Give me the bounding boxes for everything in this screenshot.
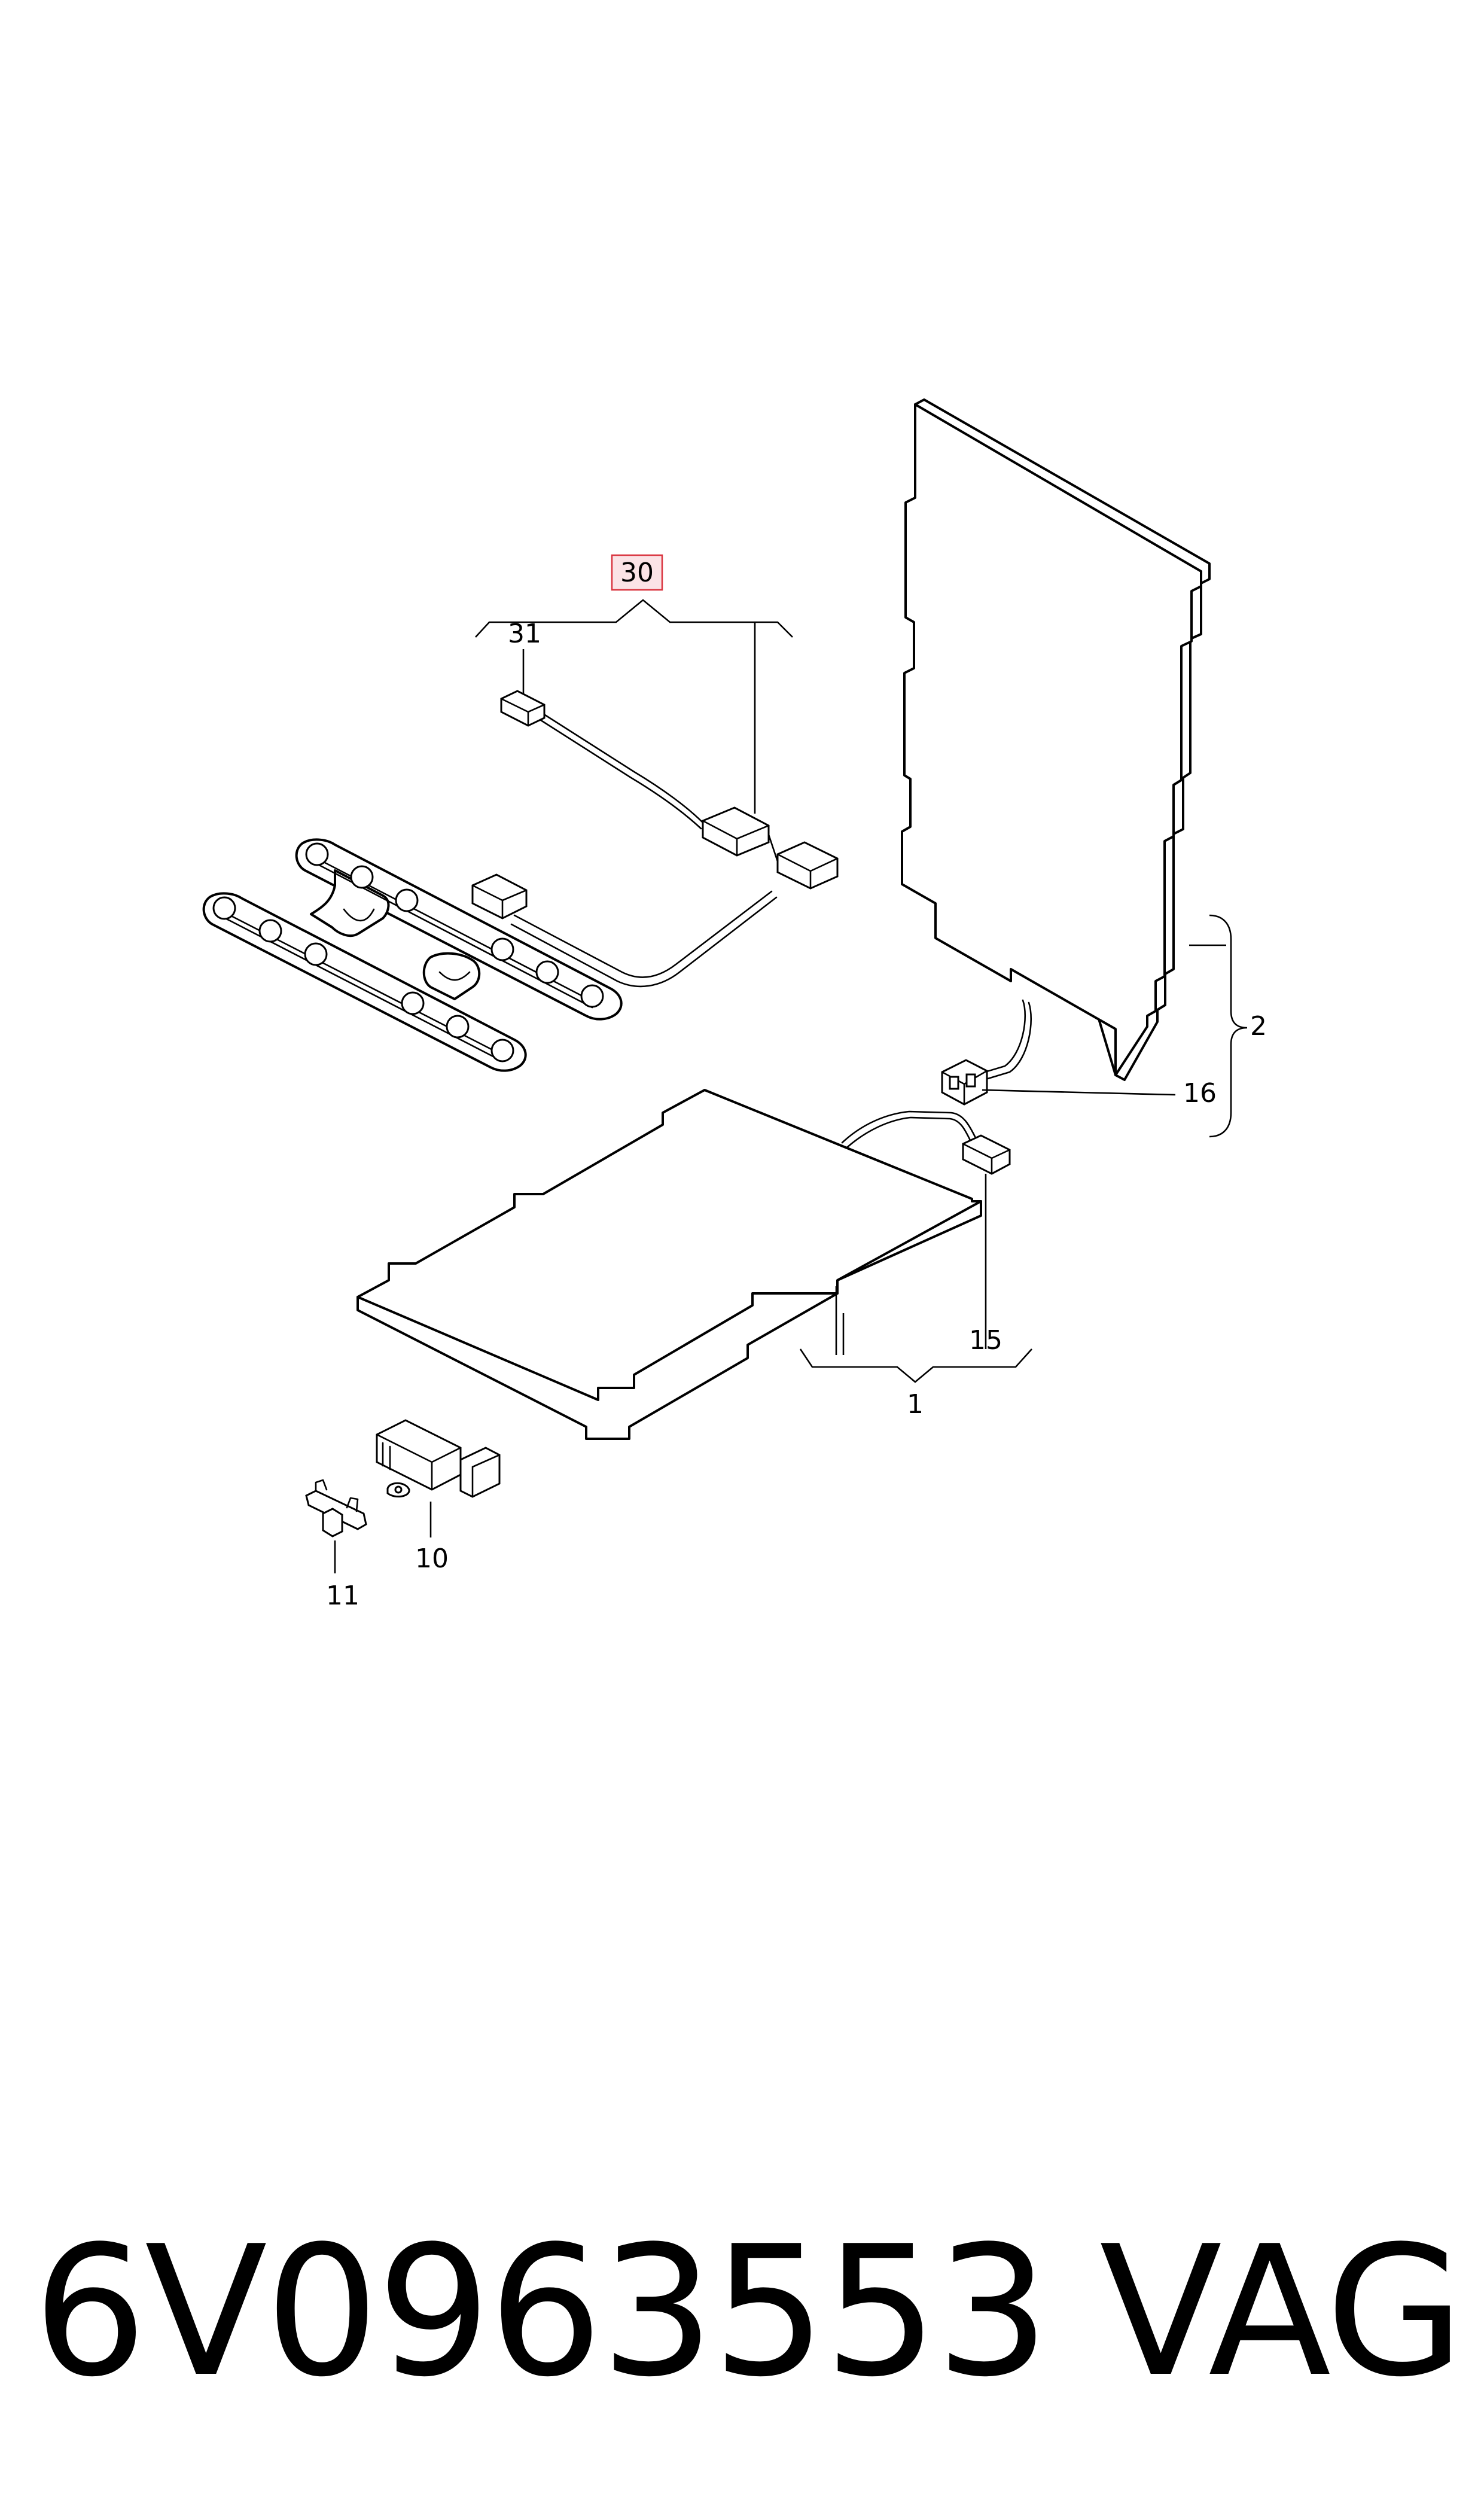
backrest-heating-element [901, 398, 1211, 1106]
connector-15 [962, 1134, 1011, 1175]
callout-2[interactable]: 2 [1250, 1011, 1267, 1042]
brand-label: VAG [1099, 2208, 1464, 2416]
callout-31[interactable]: 31 [508, 619, 541, 649]
callout-16[interactable]: 16 [1183, 1078, 1217, 1109]
callout-30[interactable]: 30 [611, 554, 663, 591]
occupancy-mat [202, 690, 839, 1072]
callout-1[interactable]: 1 [907, 1389, 924, 1420]
svg-text:30: 30 [620, 558, 654, 588]
bracket-1 [799, 1174, 1032, 1383]
callout-10[interactable]: 10 [415, 1543, 449, 1574]
bracket-2 [1189, 914, 1248, 1138]
connector-31 [500, 690, 546, 727]
callout-15[interactable]: 15 [969, 1325, 1002, 1356]
bracket-30 [475, 599, 793, 814]
part-number: 6V0963553 [33, 2208, 1050, 2416]
leader-16 [982, 1089, 1176, 1096]
control-unit-10 [376, 1419, 501, 1498]
seat-heating-element [356, 1089, 1011, 1440]
callout-11[interactable]: 11 [326, 1581, 359, 1611]
clip-11 [305, 1479, 367, 1537]
connector-16 [941, 1059, 988, 1106]
